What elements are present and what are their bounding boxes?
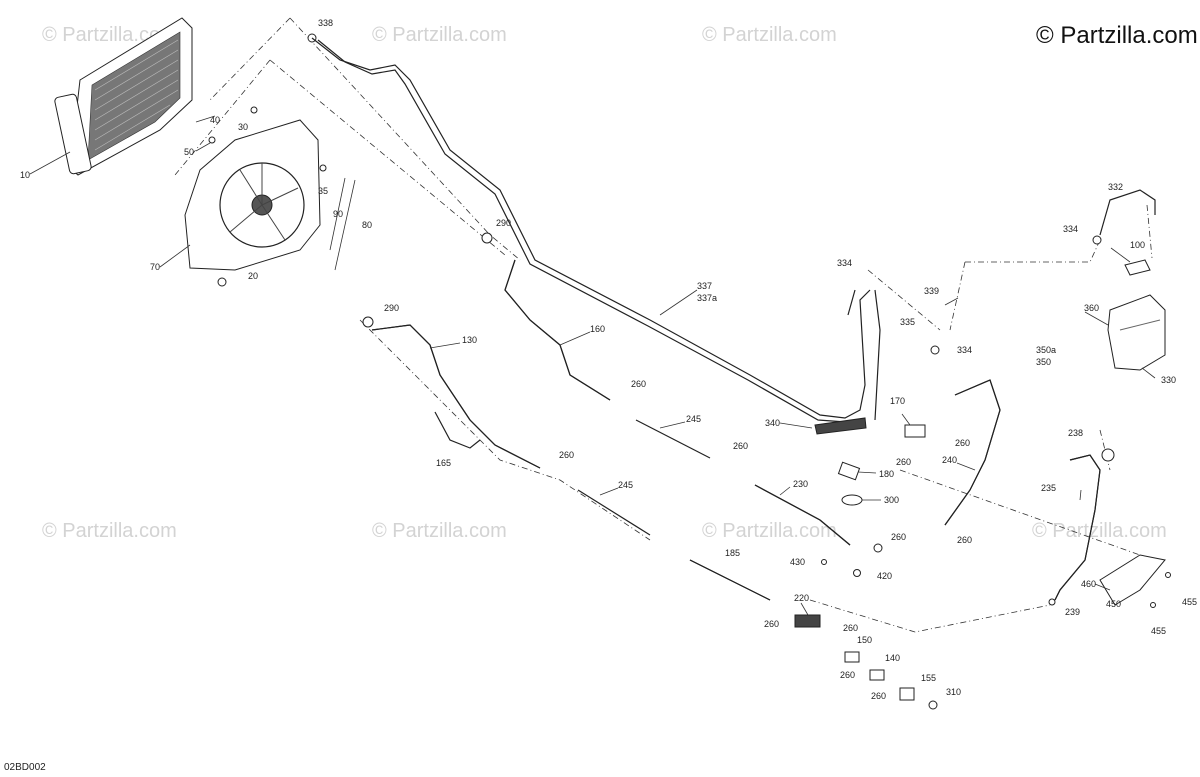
hose-240-inner xyxy=(944,379,1001,526)
callout-260-f: 260 xyxy=(891,532,906,542)
callout-50: 50 xyxy=(184,147,194,157)
callout-30: 30 xyxy=(238,122,248,132)
hose-160-inner xyxy=(504,259,611,401)
callout-155: 155 xyxy=(921,673,936,683)
callout-350a: 350a xyxy=(1036,345,1056,355)
callout-339: 339 xyxy=(924,286,939,296)
watermark: © Partzilla.com xyxy=(372,24,507,46)
callout-332: 332 xyxy=(1108,182,1123,192)
hose-185-inner xyxy=(689,559,771,601)
callout-260-b: 260 xyxy=(559,450,574,460)
callout-labels: 338 10 40 30 50 35 90 80 70 20 290 290 1… xyxy=(20,18,1197,701)
callout-430: 430 xyxy=(790,557,805,567)
callout-165: 165 xyxy=(436,458,451,468)
callout-20: 20 xyxy=(248,271,258,281)
watermark: © Partzilla.com xyxy=(1032,520,1167,542)
watermark: © Partzilla.com xyxy=(42,520,177,542)
callout-340: 340 xyxy=(765,418,780,428)
callout-180: 180 xyxy=(879,469,894,479)
hose-230-inner xyxy=(754,484,851,546)
callout-350: 350 xyxy=(1036,357,1051,367)
callout-10: 10 xyxy=(20,170,30,180)
callout-310: 310 xyxy=(946,687,961,697)
callout-230: 230 xyxy=(793,479,808,489)
coolant-reservoir xyxy=(1107,259,1166,371)
callout-460: 460 xyxy=(1081,579,1096,589)
callout-150: 150 xyxy=(857,635,872,645)
callout-70: 70 xyxy=(150,262,160,272)
fan-assembly xyxy=(184,119,321,271)
callout-185: 185 xyxy=(725,548,740,558)
callout-240: 240 xyxy=(942,455,957,465)
hose-235-inner xyxy=(1054,454,1101,601)
callout-245-upper: 245 xyxy=(686,414,701,424)
callout-100: 100 xyxy=(1130,240,1145,250)
callout-80: 80 xyxy=(362,220,372,230)
callout-450: 450 xyxy=(1106,599,1121,609)
callout-40: 40 xyxy=(210,115,220,125)
diagram-code: 02BD002 xyxy=(4,762,46,773)
callout-260-k: 260 xyxy=(957,535,972,545)
radiator xyxy=(54,17,193,176)
callout-337: 337 xyxy=(697,281,712,291)
callout-360: 360 xyxy=(1084,303,1099,313)
callout-260-e: 260 xyxy=(896,457,911,467)
callout-300: 300 xyxy=(884,495,899,505)
callout-130: 130 xyxy=(462,335,477,345)
fasteners xyxy=(208,33,493,328)
hose-240 xyxy=(944,379,1001,526)
hose-165 xyxy=(434,411,481,449)
callout-170: 170 xyxy=(890,396,905,406)
bracket-450 xyxy=(1099,554,1166,606)
callout-330: 330 xyxy=(1161,375,1176,385)
hose-340 xyxy=(814,417,867,435)
fittings xyxy=(794,235,1171,710)
callout-160: 160 xyxy=(590,324,605,334)
hose-245-lower xyxy=(577,489,651,536)
hose-130-inner xyxy=(371,324,541,469)
callout-260-d: 260 xyxy=(955,438,970,448)
callout-260-c: 260 xyxy=(733,441,748,451)
watermark: © Partzilla.com xyxy=(42,24,177,46)
hose-230 xyxy=(754,484,851,546)
callout-239: 239 xyxy=(1065,607,1080,617)
callout-235: 235 xyxy=(1041,483,1056,493)
callout-338: 338 xyxy=(318,18,333,28)
callout-455-a: 455 xyxy=(1182,597,1197,607)
callout-140: 140 xyxy=(885,653,900,663)
hose-334 xyxy=(847,289,881,421)
callout-260-i: 260 xyxy=(840,670,855,680)
callout-245-lower: 245 xyxy=(618,480,633,490)
hose-130 xyxy=(371,324,541,469)
callout-220: 220 xyxy=(794,593,809,603)
callout-334-a: 334 xyxy=(837,258,852,268)
callout-420: 420 xyxy=(877,571,892,581)
callout-260-g: 260 xyxy=(764,619,779,629)
coolant-pipe xyxy=(311,37,871,419)
callout-260-a: 260 xyxy=(631,379,646,389)
callout-335: 335 xyxy=(900,317,915,327)
coolant-pipe-outline xyxy=(317,39,847,423)
copyright-notice: © Partzilla.com xyxy=(1036,22,1198,49)
callout-290-lower: 290 xyxy=(384,303,399,313)
assembly-lines xyxy=(174,17,1153,633)
hose-245-upper xyxy=(635,419,711,459)
watermark: © Partzilla.com xyxy=(372,520,507,542)
hose-332 xyxy=(1099,189,1156,236)
leader-lines xyxy=(29,115,1156,616)
callout-334-c: 334 xyxy=(1063,224,1078,234)
callout-90: 90 xyxy=(333,209,343,219)
callout-455-b: 455 xyxy=(1151,626,1166,636)
watermark: © Partzilla.com xyxy=(702,520,837,542)
callout-238: 238 xyxy=(1068,428,1083,438)
watermark: © Partzilla.com xyxy=(702,24,837,46)
callout-337a: 337a xyxy=(697,293,717,303)
callout-35: 35 xyxy=(318,186,328,196)
callout-290-upper: 290 xyxy=(496,218,511,228)
callout-334-b: 334 xyxy=(957,345,972,355)
callout-260-j: 260 xyxy=(871,691,886,701)
callout-260-h: 260 xyxy=(843,623,858,633)
